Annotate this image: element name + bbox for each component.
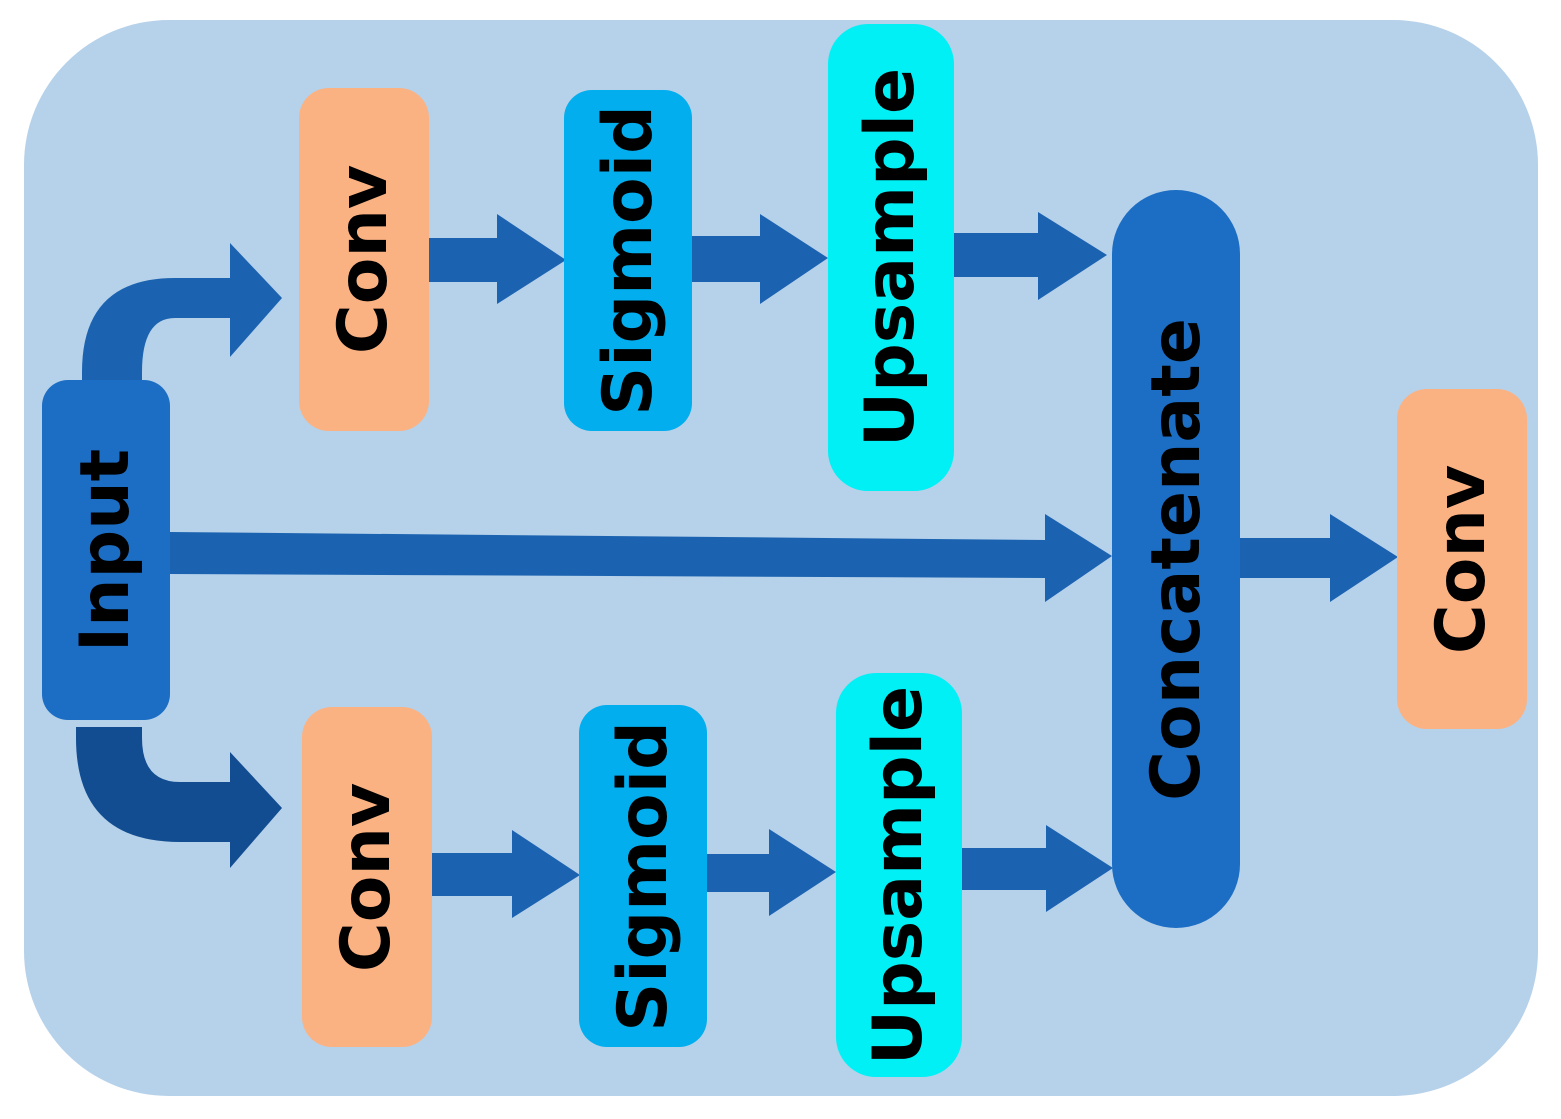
node-sigmoid-top: Sigmoid bbox=[564, 90, 692, 431]
node-sigmoid-bottom-label: Sigmoid bbox=[603, 720, 683, 1032]
arrow-concatenate-to-conv-output bbox=[1240, 514, 1398, 602]
node-upsample-bottom: Upsample bbox=[836, 673, 962, 1077]
node-sigmoid-bottom: Sigmoid bbox=[579, 705, 707, 1047]
node-conv-output: Conv bbox=[1397, 389, 1527, 729]
node-upsample-top: Upsample bbox=[828, 24, 954, 491]
node-conv-bottom-label: Conv bbox=[327, 782, 407, 972]
arrow-sigmoid-top-to-upsample-top bbox=[692, 214, 828, 304]
arrow-conv-bottom-to-sigmoid-bottom bbox=[432, 830, 580, 918]
arrow-sigmoid-bottom-to-upsample-bottom bbox=[707, 829, 836, 916]
node-conv-top-label: Conv bbox=[324, 164, 404, 355]
arrow-conv-top-to-sigmoid-top bbox=[429, 214, 566, 304]
node-sigmoid-top-label: Sigmoid bbox=[588, 105, 668, 416]
node-input-label: Input bbox=[66, 448, 146, 652]
arrow-upsample-top-to-concatenate bbox=[954, 212, 1107, 300]
arrow-upsample-bottom-to-concatenate bbox=[962, 825, 1113, 912]
node-conv-output-label: Conv bbox=[1422, 464, 1502, 654]
node-upsample-top-label: Upsample bbox=[851, 67, 931, 448]
node-concatenate-label: Concatenate bbox=[1136, 317, 1216, 801]
node-input: Input bbox=[42, 380, 170, 720]
arrow-input-to-conv-bottom bbox=[76, 727, 282, 868]
node-conv-top: Conv bbox=[299, 88, 429, 431]
node-conv-bottom: Conv bbox=[302, 707, 432, 1047]
node-concatenate: Concatenate bbox=[1112, 190, 1240, 928]
arrow-input-to-conv-top bbox=[82, 243, 282, 382]
node-upsample-bottom-label: Upsample bbox=[859, 685, 939, 1065]
arrow-input-to-concatenate bbox=[170, 514, 1112, 602]
